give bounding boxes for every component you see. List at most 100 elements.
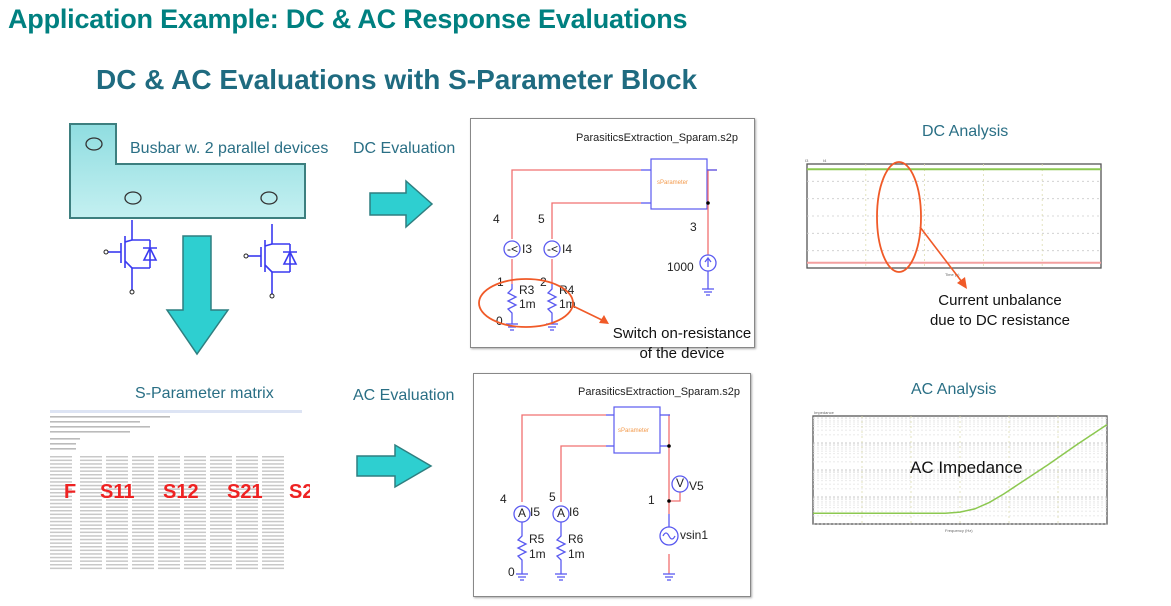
- page-subtitle: DC & AC Evaluations with S-Parameter Blo…: [96, 64, 698, 95]
- resistor-value: 1m: [529, 547, 546, 561]
- table-cell: [50, 542, 72, 544]
- table-cell: [50, 524, 72, 526]
- table-cell: [80, 466, 102, 469]
- table-cell: [106, 531, 128, 534]
- table-cell: [184, 524, 206, 526]
- table-cell: [184, 488, 206, 490]
- table-cell: [106, 477, 128, 480]
- table-cell: [236, 520, 258, 523]
- sparameter-block: [613, 406, 661, 454]
- table-cell: [132, 506, 154, 508]
- table-cell: [158, 556, 180, 559]
- table-cell: [184, 546, 206, 548]
- table-cell: [158, 456, 180, 458]
- table-cell: [106, 492, 128, 494]
- table-cell: [262, 546, 284, 548]
- table-cell: [262, 542, 284, 544]
- table-cell: [236, 506, 258, 508]
- resistor-name: R5: [529, 532, 545, 546]
- table-cell: [184, 481, 206, 483]
- table-cell: [80, 484, 102, 487]
- table-cell: [158, 535, 180, 537]
- table-cell: [236, 535, 258, 537]
- arrow-down-icon: [165, 235, 230, 356]
- table-cell: [184, 499, 206, 501]
- table-cell: [210, 520, 232, 523]
- resistor-value: 1m: [568, 547, 585, 561]
- header-text-line: [50, 426, 150, 428]
- legend-impedance: Impedance: [814, 410, 835, 415]
- table-cell: [50, 556, 72, 559]
- table-cell: [132, 549, 154, 552]
- table-cell: [106, 524, 128, 526]
- svg-text:A: A: [518, 506, 526, 520]
- dc-circuit-annotation: Switch on-resistance of the device: [608, 324, 756, 364]
- page-title: Application Example: DC & AC Response Ev…: [8, 4, 688, 34]
- table-cell: [184, 470, 206, 472]
- table-cell: [106, 535, 128, 537]
- table-cell: [184, 506, 206, 508]
- table-cell: [210, 506, 232, 508]
- table-cell: [158, 510, 180, 512]
- table-cell: [236, 538, 258, 541]
- table-cell: [210, 535, 232, 537]
- table-cell: [262, 560, 284, 562]
- table-cell: [50, 481, 72, 483]
- mount-hole: [124, 191, 142, 205]
- busbar-shape: [69, 123, 306, 219]
- svg-text:V: V: [676, 476, 684, 490]
- table-cell: [50, 456, 72, 458]
- table-cell: [106, 488, 128, 490]
- table-cell: [80, 506, 102, 508]
- table-cell: [184, 466, 206, 469]
- sparameter-block-label: sParameter: [657, 180, 688, 186]
- legend-i3: I3: [805, 158, 809, 163]
- column-s12: S12: [163, 481, 199, 503]
- table-cell: [236, 477, 258, 480]
- svg-text:-<: -<: [547, 242, 558, 256]
- table-cell: [50, 495, 72, 498]
- table-cell: [80, 542, 102, 544]
- svg-text:-<: -<: [507, 242, 518, 256]
- table-cell: [236, 513, 258, 516]
- table-cell: [262, 466, 284, 469]
- table-cell: [80, 470, 102, 472]
- table-cell: [262, 474, 284, 476]
- table-cell: [158, 560, 180, 562]
- table-cell: [262, 510, 284, 512]
- table-cell: [80, 488, 102, 490]
- table-cell: [132, 528, 154, 530]
- table-cell: [106, 517, 128, 519]
- dc-analysis-chart: I3 I4 Time (s): [805, 158, 1102, 277]
- table-cell: [236, 517, 258, 519]
- table-cell: [236, 459, 258, 462]
- node-label: 5: [549, 490, 556, 504]
- table-cell: [158, 474, 180, 476]
- table-cell: [184, 474, 206, 476]
- ac-circuit-schematic: ParasiticsExtraction_Sparam.s2p sParamet…: [473, 373, 751, 597]
- table-cell: [184, 456, 206, 458]
- table-cell: [132, 535, 154, 537]
- table-cell: [132, 546, 154, 548]
- ac-analysis-title: AC Analysis: [911, 381, 997, 398]
- table-cell: [50, 564, 72, 566]
- x-axis-label: Time (s): [945, 272, 960, 277]
- table-cell: [80, 502, 102, 505]
- arrow-right-icon: [369, 179, 434, 229]
- table-cell: [210, 564, 232, 566]
- table-cell: [50, 528, 72, 530]
- ammeter-label: I5: [530, 505, 540, 519]
- table-cell: [262, 506, 284, 508]
- dc-analysis-annotation: Current unbalance due to DC resistance: [920, 291, 1080, 331]
- table-cell: [132, 484, 154, 487]
- table-cell: [132, 477, 154, 480]
- annotation-line: Switch on-resistance: [612, 325, 752, 342]
- table-cell: [210, 524, 232, 526]
- table-cell: [158, 520, 180, 523]
- table-cell: [184, 510, 206, 512]
- table-cell: [80, 524, 102, 526]
- table-cell: [158, 492, 180, 494]
- table-cell: [210, 492, 232, 494]
- table-cell: [184, 538, 206, 541]
- table-cell: [210, 567, 232, 570]
